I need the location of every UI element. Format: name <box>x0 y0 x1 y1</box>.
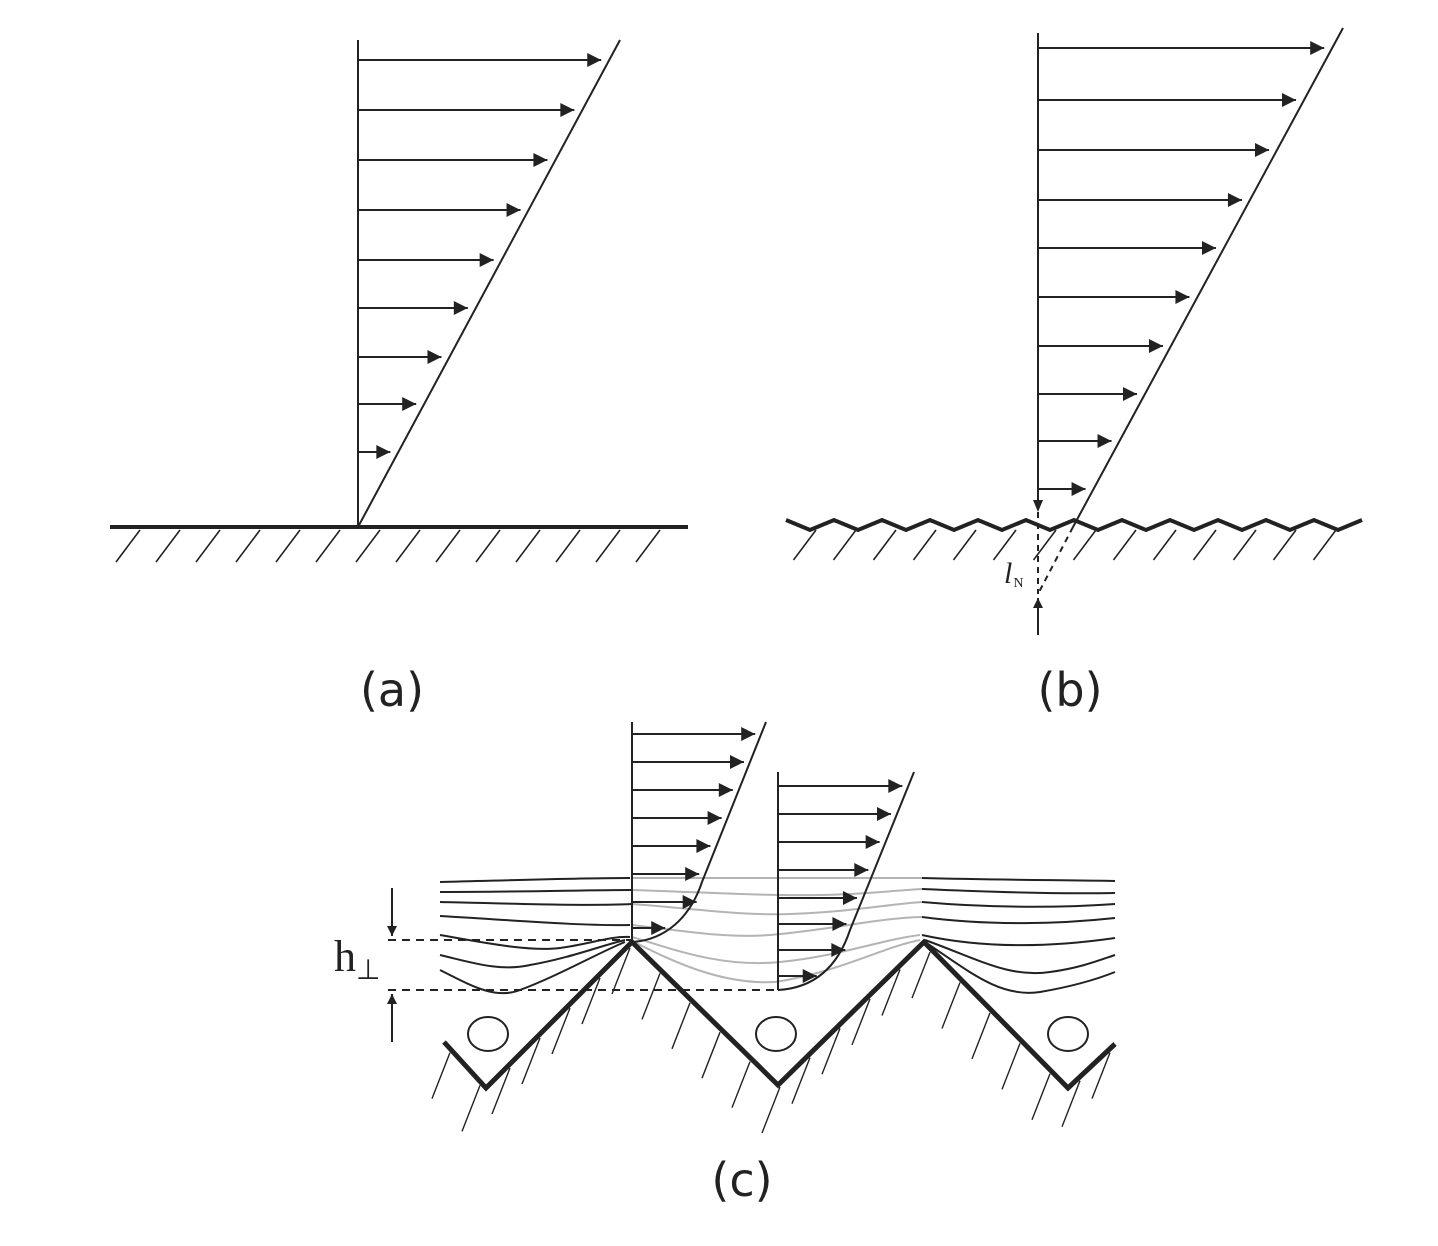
axis-b-arrowhead <box>1033 500 1043 512</box>
hatch-mark <box>941 982 961 1029</box>
profile-curve-c2 <box>777 771 915 991</box>
velocity-arrows-c2 <box>778 779 903 983</box>
profile-curve-c1 <box>631 721 767 943</box>
hatch-mark <box>1032 529 1057 561</box>
hatch-mark <box>992 529 1017 561</box>
hatch-mark <box>791 1057 811 1104</box>
hatch-mark <box>701 1031 721 1079</box>
streamline <box>921 916 1116 925</box>
bubble <box>467 1016 509 1052</box>
hatch-mark <box>832 529 857 561</box>
hatch-mark <box>1152 529 1177 561</box>
velocity-arrows-a <box>358 53 602 459</box>
streamline-faded <box>631 939 921 984</box>
hatch-mark <box>521 1037 541 1085</box>
hatch-mark <box>555 529 581 563</box>
hatch-mark <box>1112 529 1137 561</box>
hatch-mark <box>461 1085 481 1132</box>
panel-label-c: (c) <box>711 1153 772 1207</box>
hatch-mark <box>1061 1080 1081 1128</box>
streamline <box>439 939 626 969</box>
roughness-height-symbol: h⊥ <box>334 932 380 986</box>
hatch-mark <box>1272 529 1297 561</box>
hatch-mark <box>671 1002 691 1050</box>
hatch-mark <box>115 529 141 563</box>
hatch-mark <box>235 529 261 563</box>
streamline <box>921 901 1116 908</box>
bubble <box>1047 1016 1089 1052</box>
hatch-mark <box>792 529 817 561</box>
streamline-faded <box>631 934 921 965</box>
hatch-mark <box>581 977 601 1025</box>
streamlines <box>439 876 1116 995</box>
hatch-mark <box>731 1061 751 1108</box>
streamline <box>921 934 1116 947</box>
hatch-mark <box>195 529 221 563</box>
hatch-a <box>115 529 661 563</box>
hatch-mark <box>315 529 341 563</box>
profile-line-b <box>1072 27 1344 528</box>
streamline <box>924 941 1116 994</box>
hatch-mark <box>952 529 977 561</box>
hatch-mark <box>761 1086 781 1134</box>
streamline <box>439 901 633 906</box>
zigzag-wall <box>442 938 1117 1092</box>
hatch-mark <box>1001 1043 1021 1090</box>
hatch-mark <box>1192 529 1217 561</box>
hatch-c <box>431 947 1111 1134</box>
hatch-mark <box>851 998 871 1046</box>
hatch-mark <box>275 529 301 563</box>
streamline <box>439 915 631 927</box>
hatch-mark <box>431 1052 451 1099</box>
streamline-faded <box>631 916 923 937</box>
hatch-mark <box>515 529 541 563</box>
hatch-mark <box>911 951 931 999</box>
hatch-mark <box>881 969 901 1016</box>
hatch-mark <box>595 529 621 563</box>
hatch-mark <box>435 529 461 563</box>
hatch-mark <box>641 973 661 1020</box>
hatch-mark <box>1072 529 1097 561</box>
panel-a: (a) <box>110 39 688 717</box>
streamline-faded <box>631 888 923 897</box>
hatch-mark <box>1312 529 1337 561</box>
slip-extension-profile <box>1037 526 1074 595</box>
hatch-mark <box>1091 1052 1111 1099</box>
hatch-mark <box>971 1012 991 1060</box>
hatch-mark <box>912 529 937 561</box>
hatch-mark <box>611 947 631 995</box>
streamline <box>924 939 1116 975</box>
streamline-faded <box>631 901 923 916</box>
bubble <box>755 1016 797 1052</box>
velocity-arrows-b <box>1038 41 1325 496</box>
velocity-arrows-c1 <box>632 727 756 935</box>
hatch-mark <box>1232 529 1257 561</box>
streamline <box>921 877 1116 882</box>
hatch-mark <box>821 1028 841 1075</box>
hatch-mark <box>491 1067 511 1115</box>
hatch-b <box>792 529 1337 561</box>
hatch-mark <box>395 529 421 563</box>
panel-b: lN (b) <box>785 27 1363 717</box>
hatch-mark <box>475 529 501 563</box>
rough-wall-b <box>785 517 1363 533</box>
hatch-mark <box>635 529 661 563</box>
streamline <box>439 877 631 883</box>
hatch-mark <box>355 529 381 563</box>
hatch-mark <box>155 529 181 563</box>
streamline <box>439 889 633 893</box>
profile-line-a <box>357 39 621 528</box>
panel-c: h⊥ (c) <box>334 721 1117 1207</box>
hatch-mark <box>872 529 897 561</box>
panel-label-b: (b) <box>1037 663 1102 717</box>
panel-label-a: (a) <box>360 663 424 717</box>
slip-length-symbol: lN <box>1004 557 1023 591</box>
streamline <box>921 888 1116 895</box>
hatch-mark <box>1031 1073 1051 1121</box>
hatch-mark <box>551 1007 571 1055</box>
